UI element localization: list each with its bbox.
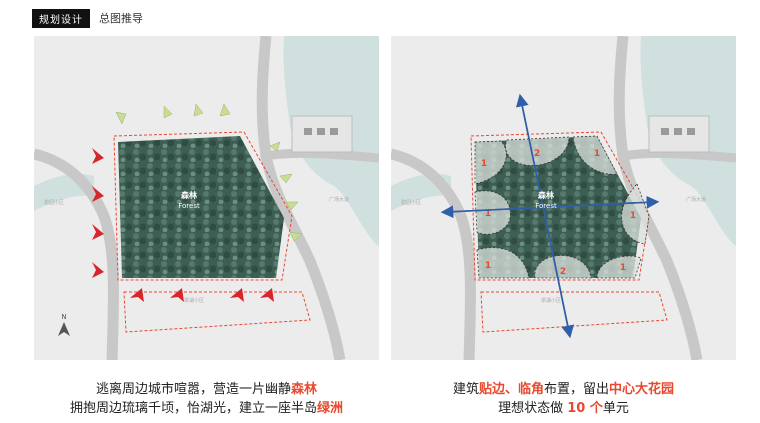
arrow-icon [92,148,104,164]
forest-label-en: Forest [178,202,200,210]
site-map-right: 1 2 1 1 1 1 1 2 森林 Forest 碧园小区 翠湖小区 广场大道 [391,36,736,360]
svg-text:1: 1 [481,159,487,169]
road-west [391,148,477,360]
svg-text:1: 1 [485,209,491,219]
zone-nw [474,140,507,185]
svg-text:1: 1 [620,263,626,273]
caption-left-line-2: 拥抱周边琉璃千顷，怡湖光，建立一座半岛绿洲 [69,401,344,416]
axis-south-north [516,93,570,333]
forest-label-cn: 森林 [538,190,554,200]
arrow-icon [92,262,104,278]
caption-left-line-1: 逃离周边城市喧嚣，营造一片幽静森林 [95,382,318,397]
forest-label-en: Forest [535,202,557,210]
compass-icon: N [58,313,70,336]
road-label-3: 广场大道 [329,196,349,203]
caption-right-line-2: 理想状态做 10 个单元 [498,401,629,416]
road-label-1: 碧园小区 [401,199,421,206]
arrow-icon [230,288,244,302]
axis-east-west [440,201,654,219]
road-label-3: 广场大道 [686,196,706,203]
arrow-icon [289,231,303,242]
zone-numbers: 1 2 1 1 1 1 1 2 [481,149,636,277]
svg-text:1: 1 [485,261,491,271]
svg-text:N: N [61,313,66,321]
road-west [34,148,120,360]
road-label-2: 翠湖小区 [184,297,204,304]
zone-se [596,255,642,279]
svg-text:1: 1 [630,211,636,221]
zone-s [534,255,592,279]
road-north [265,148,379,163]
arrow-icon [170,288,184,302]
forest-label-cn: 森林 [181,190,197,200]
highlight-forest: 森林 [291,382,318,397]
arrow-icon [219,103,231,117]
road-label-2: 翠湖小区 [541,297,561,304]
road-north [622,148,736,163]
section-subtitle: 总图推导 [99,12,143,25]
outbound-arrows [115,103,303,242]
zone-w [474,190,511,235]
inbound-arrows-south [130,288,274,302]
building-zones [474,135,650,279]
site-map-right-svg: 1 2 1 1 1 1 1 2 森林 Forest 碧园小区 翠湖小区 广场大道 [391,36,736,360]
lower-boundary [480,291,668,333]
forest-block [118,136,284,278]
caption-right: 建筑贴边、临角布置，留出中心大花园 理想状态做 10 个单元 [391,380,736,418]
lower-boundary [123,291,311,333]
arrow-icon [92,186,104,202]
arrow-icon [285,201,299,211]
svg-text:2: 2 [560,267,566,277]
zone-ne [572,135,618,175]
svg-text:2: 2 [534,149,540,159]
road-label-1: 碧园小区 [44,199,64,206]
arrow-icon [269,141,281,152]
zone-n [505,136,570,166]
inbound-arrows-west [92,148,104,278]
page-header: 规划设计 总图推导 [32,8,143,28]
svg-text:1: 1 [594,149,600,159]
site-map-left-svg: 森林 Forest 碧园小区 翠湖小区 广场大道 [34,36,379,360]
arrow-icon [193,103,204,117]
site-map-left: 森林 Forest 碧园小区 翠湖小区 广场大道 [34,36,379,360]
section-tag: 规划设计 [32,8,90,28]
caption-right-line-1: 建筑贴边、临角布置，留出中心大花园 [452,382,675,397]
arrow-icon [260,288,274,302]
arrow-icon [115,111,127,125]
zone-e [621,183,650,245]
road-east [256,36,346,360]
zone-sw [476,247,530,279]
highlight-oasis: 绿洲 [317,401,344,416]
arrow-icon [163,105,173,119]
arrow-icon [279,173,293,184]
arrow-icon [130,288,144,302]
arrow-icon [92,224,104,240]
caption-left: 逃离周边城市喧嚣，营造一片幽静森林 拥抱周边琉璃千顷，怡湖光，建立一座半岛绿洲 [34,380,379,418]
